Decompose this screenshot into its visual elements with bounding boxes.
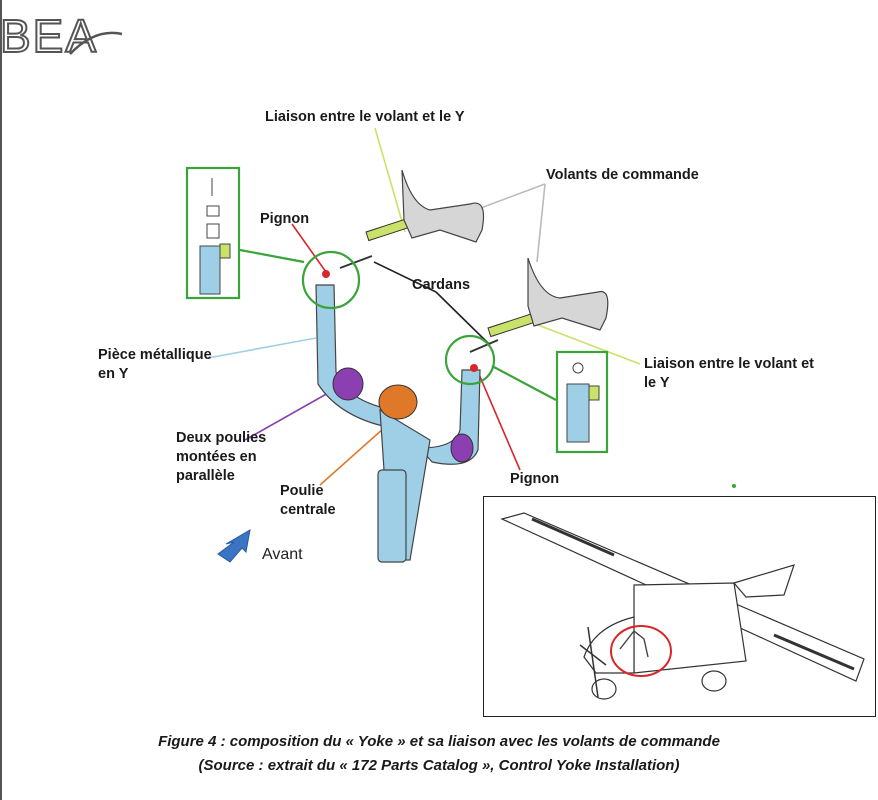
yoke-location-circle: [610, 625, 672, 677]
label-poulies-line1: Deux poulies: [176, 430, 267, 446]
label-poulie-line2: centrale: [280, 502, 336, 518]
shafts: [339, 217, 536, 353]
label-volants: Volants de commande: [546, 167, 699, 183]
label-liaison-right-line1: Liaison entre le volant et: [644, 356, 815, 372]
pignon-marks: [322, 270, 478, 372]
leader-lines: [207, 127, 641, 486]
label-avant: Avant: [262, 546, 303, 563]
label-liaison-right-line2: le Y: [644, 375, 670, 391]
left-border: [0, 0, 2, 800]
bea-logo: BEA: [0, 9, 123, 60]
label-poulies-line3: parallèle: [176, 468, 235, 484]
detail-left: [199, 178, 231, 295]
label-pignon-bottom: Pignon: [510, 471, 560, 487]
aircraft-drawing: [500, 512, 865, 700]
avant-arrow: [217, 529, 251, 563]
label-liaison-top: Liaison entre le volant et le Y: [265, 109, 465, 125]
label-cardans: Cardans: [412, 277, 471, 293]
logo-text: BEA: [0, 10, 98, 60]
twin-pulleys: [332, 367, 474, 463]
figure-source: (Source : extrait du « 172 Parts Catalog…: [198, 757, 680, 774]
label-poulies-line2: montées en: [176, 449, 257, 465]
y-piece: [315, 284, 481, 563]
label-piece-line2: en Y: [98, 366, 129, 382]
label-piece-line1: Pièce métallique: [98, 347, 212, 363]
figure-caption: Figure 4 : composition du « Yoke » et sa…: [158, 733, 720, 750]
detail-highlights: [185, 166, 609, 454]
central-pulley: [378, 384, 418, 420]
aircraft-inset: [483, 496, 876, 717]
label-poulie-line1: Poulie: [280, 483, 324, 499]
detail-right: [566, 362, 600, 443]
control-wheels: [401, 169, 609, 331]
label-pignon-top: Pignon: [260, 211, 310, 227]
